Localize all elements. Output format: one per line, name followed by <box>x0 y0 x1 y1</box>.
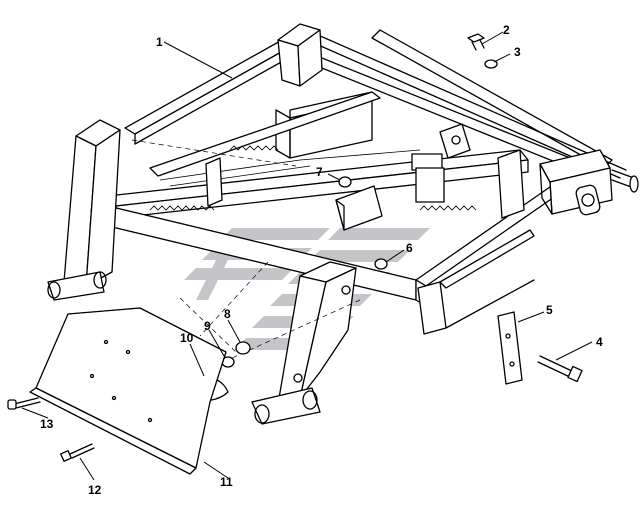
callout-8: 8 <box>224 307 231 321</box>
callout-12: 12 <box>88 483 102 497</box>
callout-4: 4 <box>596 335 603 349</box>
callout-13: 13 <box>40 417 54 431</box>
shield-plate-11-icon <box>29 307 227 475</box>
callout-2: 2 <box>503 23 510 37</box>
bolt-2-icon <box>467 33 485 51</box>
nut-8-icon <box>235 341 251 355</box>
callout-3: 3 <box>514 45 521 59</box>
nut-7-icon <box>338 176 352 188</box>
bolt-4-icon <box>537 355 583 383</box>
callout-7: 7 <box>316 165 323 179</box>
plate-5-icon <box>497 311 523 385</box>
bolt-13-icon <box>7 397 41 410</box>
bolt-12-icon <box>60 443 95 462</box>
leader-lines <box>21 31 593 481</box>
callout-11: 11 <box>220 475 233 489</box>
callout-6: 6 <box>406 241 413 255</box>
callout-9: 9 <box>204 319 211 333</box>
callout-10: 10 <box>180 331 194 345</box>
callout-5: 5 <box>546 303 553 317</box>
loose-parts <box>7 33 583 475</box>
callout-1: 1 <box>156 35 163 49</box>
nut-6-icon <box>374 258 388 270</box>
callout-labels: 1 2 3 4 5 6 7 8 9 10 11 12 13 <box>40 23 603 497</box>
frame-assembly <box>47 23 639 425</box>
